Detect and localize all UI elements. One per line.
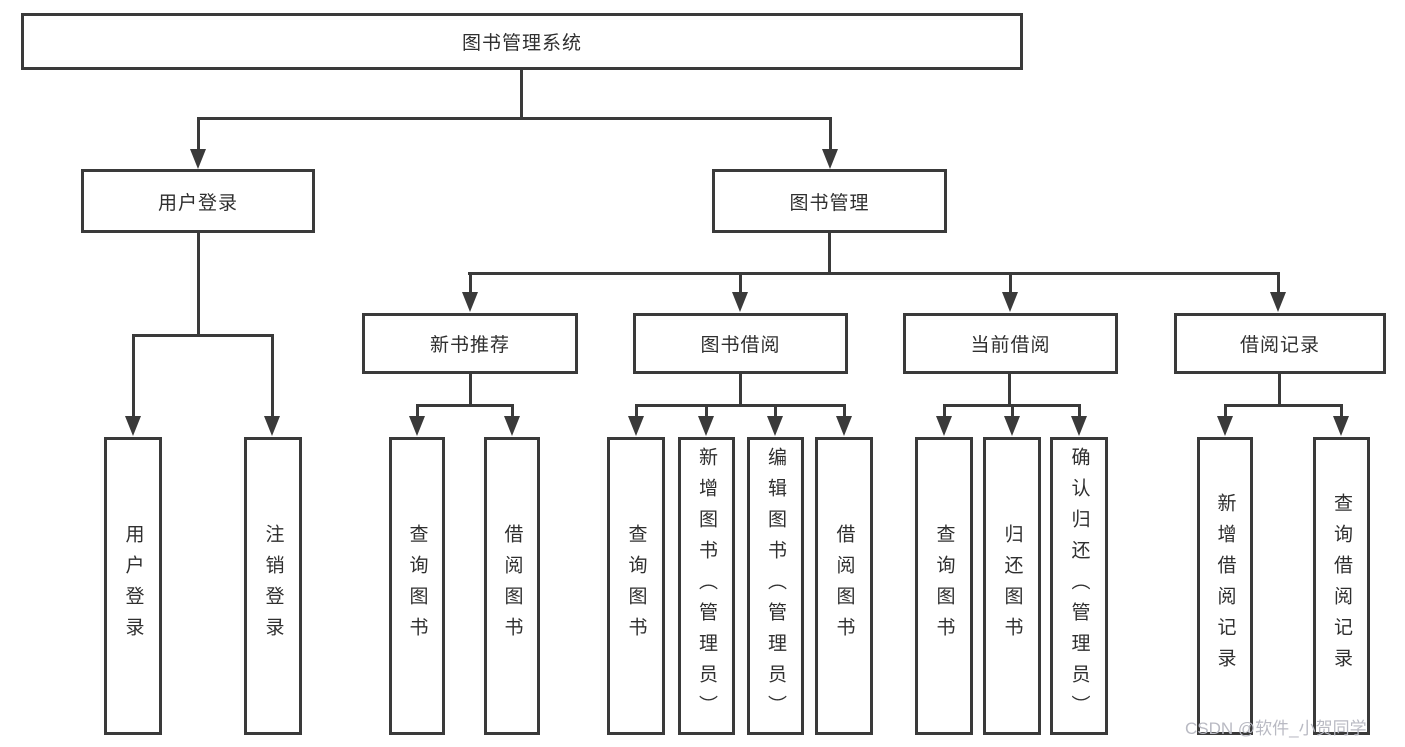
arrowhead-down-icon [1270,292,1286,312]
leaf-label: 查询借阅记录 [1331,493,1352,679]
arrowhead-down-icon [125,416,141,436]
connector-bar [635,404,846,407]
connector-bar [416,404,514,407]
arrowhead-down-icon [767,416,783,436]
leaf-label: 注销登录 [262,524,284,648]
arrowhead-down-icon [409,416,425,436]
leaf-label: 确认归还（管理员） [1068,446,1090,726]
node-borrow-records-label: 借阅记录 [1239,335,1320,356]
connector-bar [1224,404,1343,407]
connector-drop [843,404,846,418]
connector-drop [511,404,514,418]
arrowhead-down-icon [936,416,952,436]
csdn-watermark: CSDN @软件_小贺同学 [1185,719,1367,738]
leaf-edit-book-admin: 编辑图书（管理员） [747,437,804,735]
arrowhead-down-icon [698,416,714,436]
connector-book-mgmt-stem [828,233,831,275]
connector-drop [1340,404,1343,418]
node-root-label: 图书管理系统 [461,33,582,54]
node-borrow-records: 借阅记录 [1174,313,1386,374]
leaf-label: 编辑图书（管理员） [765,446,786,726]
arrowhead-down-icon [462,292,478,312]
node-root: 图书管理系统 [21,13,1023,70]
arrowhead-down-icon [1217,416,1233,436]
connector-root-drop-left [197,117,200,151]
leaf-query-books-3: 查询图书 [915,437,973,735]
connector-drop [705,404,708,418]
connector-root-bar [197,117,832,120]
node-book-borrow-label: 图书借阅 [700,335,781,356]
arrowhead-down-icon [1071,416,1087,436]
arrowhead-down-icon [504,416,520,436]
leaf-label: 借阅图书 [833,524,855,648]
node-current-borrow: 当前借阅 [903,313,1118,374]
node-book-management: 图书管理 [712,169,947,233]
leaf-query-books-1: 查询图书 [389,437,445,735]
leaf-label: 查询图书 [406,524,428,648]
arrowhead-down-icon [1002,292,1018,312]
leaf-label: 借阅图书 [501,524,523,648]
connector-drop [271,334,274,418]
connector-user-login-bar [132,334,274,337]
node-current-borrow-label: 当前借阅 [970,335,1051,356]
arrowhead-down-icon [732,292,748,312]
leaf-label: 查询图书 [625,524,647,648]
connector-root-drop-right [829,117,832,151]
node-user-login-label: 用户登录 [157,192,238,214]
connector-drop [1078,404,1081,418]
arrowhead-down-icon [190,149,206,169]
connector-drop [1277,272,1280,294]
leaf-query-books-2: 查询图书 [607,437,665,735]
leaf-user-login: 用户登录 [104,437,162,735]
leaf-add-book-admin: 新增图书（管理员） [678,437,735,735]
connector-drop [739,272,742,294]
connector-stem [469,373,472,406]
arrowhead-down-icon [264,416,280,436]
connector-stem [1008,373,1011,406]
connector-drop [1224,404,1227,418]
connector-drop [469,272,472,294]
connector-drop [635,404,638,418]
node-user-login: 用户登录 [81,169,315,233]
leaf-label: 新增借阅记录 [1214,493,1236,679]
connector-drop [416,404,419,418]
connector-root-stem [520,70,523,118]
node-book-management-label: 图书管理 [789,192,870,214]
connector-drop [943,404,946,418]
leaf-borrow-books-2: 借阅图书 [815,437,873,735]
leaf-label: 归还图书 [1001,524,1023,648]
arrowhead-down-icon [1004,416,1020,436]
leaf-borrow-books-1: 借阅图书 [484,437,540,735]
connector-book-mgmt-bar [468,272,1280,275]
connector-drop [774,404,777,418]
node-new-book-recommend: 新书推荐 [362,313,578,374]
leaf-add-borrow-record: 新增借阅记录 [1197,437,1253,735]
arrowhead-down-icon [628,416,644,436]
leaf-confirm-return-admin: 确认归还（管理员） [1050,437,1108,735]
node-book-borrow: 图书借阅 [633,313,848,374]
arrowhead-down-icon [1333,416,1349,436]
connector-stem [1278,373,1281,406]
connector-drop [132,334,135,418]
leaf-logout: 注销登录 [244,437,302,735]
leaf-label: 用户登录 [122,524,144,648]
arrowhead-down-icon [822,149,838,169]
leaf-query-borrow-record: 查询借阅记录 [1313,437,1370,735]
connector-user-login-stem [197,233,200,337]
connector-stem [739,373,742,406]
arrowhead-down-icon [836,416,852,436]
leaf-return-book: 归还图书 [983,437,1041,735]
leaf-label: 新增图书（管理员） [696,446,717,726]
node-new-book-recommend-label: 新书推荐 [429,335,510,356]
connector-drop [1011,404,1014,418]
connector-drop [1009,272,1012,294]
leaf-label: 查询图书 [933,524,955,648]
